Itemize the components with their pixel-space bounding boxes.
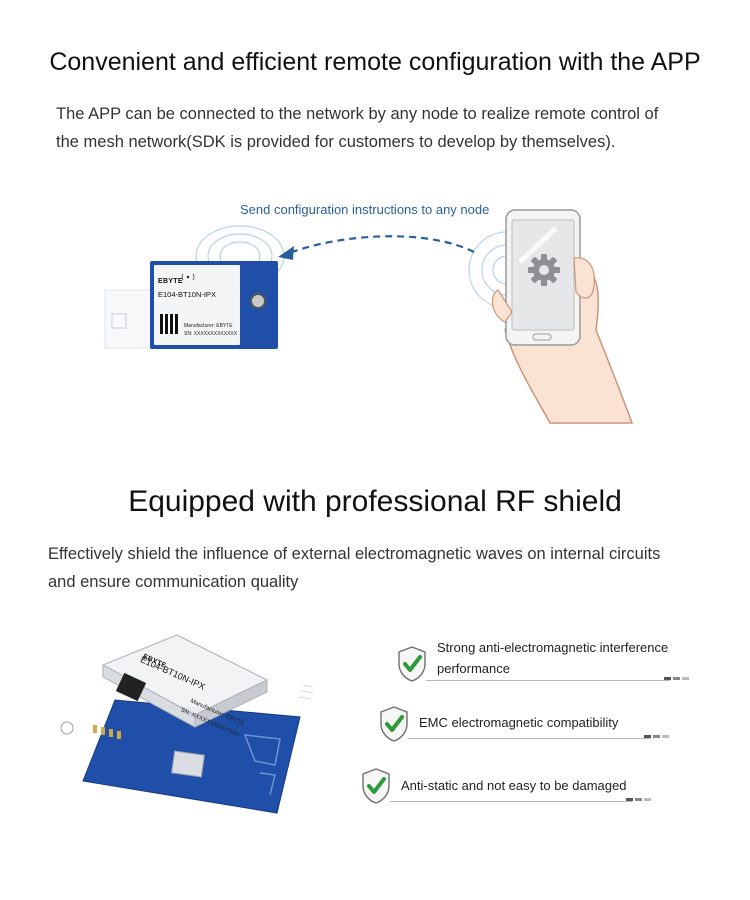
fingers xyxy=(573,257,595,299)
module-1-manufacturer: Manufacturer: EBYTE xyxy=(184,323,233,329)
section2-description-line1: Effectively shield the influence of exte… xyxy=(48,545,661,563)
feature-1-line2: performance xyxy=(437,661,510,676)
feature-3-divider xyxy=(390,801,632,802)
feature-1-dashes xyxy=(664,667,691,685)
module-1-sticker: EBYTE E104-BT10N-IPX Manufacturer: EBYTE… xyxy=(154,265,240,345)
thumb xyxy=(491,289,513,323)
shield-check-icon xyxy=(396,645,428,683)
feature-3-line1: Anti-static and not easy to be damaged xyxy=(401,778,627,793)
feature-3-dashes xyxy=(626,788,653,806)
feature-1-line1: Strong anti-electromagnetic interference xyxy=(437,640,669,655)
config-arrow-head xyxy=(278,246,294,260)
rf-module-1: EBYTE E104-BT10N-IPX Manufacturer: EBYTE… xyxy=(150,261,278,349)
wifi-signal-icon xyxy=(180,268,196,281)
config-arrow xyxy=(291,235,475,254)
section1-title: Convenient and efficient remote configur… xyxy=(49,48,701,76)
arrow-label: Send configuration instructions to any n… xyxy=(240,202,490,217)
config-illustration xyxy=(104,209,634,424)
section1-description-line2: the mesh network(SDK is provided for cus… xyxy=(56,133,616,151)
module-1-brand: EBYTE xyxy=(158,278,183,285)
feature-2-divider xyxy=(408,738,650,739)
section1-description-line1: The APP can be connected to the network … xyxy=(56,105,659,123)
ghost-module xyxy=(104,289,154,349)
qr-code xyxy=(160,314,180,334)
shield-module-illustration xyxy=(60,634,314,814)
shield-check-icon xyxy=(378,705,410,743)
chip xyxy=(171,750,205,778)
gear-icon xyxy=(526,252,562,288)
section1-description: The APP can be connected to the network … xyxy=(56,100,658,156)
pin1-marker xyxy=(60,721,74,735)
feature-item-1: Strong anti-electromagnetic interference… xyxy=(396,640,696,690)
section2-description: Effectively shield the influence of exte… xyxy=(48,540,660,596)
module-1-serial: SN: XXXXXXXXXXXXX xyxy=(184,331,238,337)
feature-item-3: Anti-static and not easy to be damaged xyxy=(360,765,660,805)
feature-2-dashes xyxy=(644,725,671,743)
shield-check-icon xyxy=(360,767,392,805)
ipex-connector xyxy=(250,293,266,309)
feature-item-2: EMC electromagnetic compatibility xyxy=(378,703,678,743)
section2-description-line2: and ensure communication quality xyxy=(48,573,299,591)
feature-2-line1: EMC electromagnetic compatibility xyxy=(419,715,619,730)
feature-1-divider xyxy=(426,680,670,681)
section2-title: Equipped with professional RF shield xyxy=(128,485,622,518)
module-1-model: E104-BT10N-IPX xyxy=(158,290,216,299)
